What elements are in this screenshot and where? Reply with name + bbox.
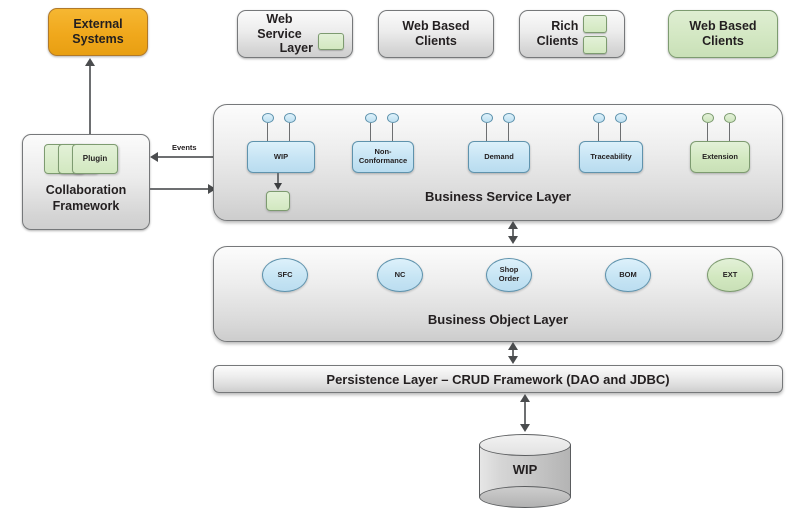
rich-clients-chip-icon-1: [583, 14, 608, 33]
business-object-bom-label: BOM: [619, 269, 637, 279]
connector-events-label: Events: [172, 143, 197, 152]
collaboration-framework-line2: Framework: [52, 198, 120, 213]
business-object-shop-order-line1: Shop: [499, 265, 519, 275]
service-demand-label: Demand: [484, 151, 514, 161]
business-object-nc[interactable]: NC: [377, 258, 423, 292]
service-non-conformance-line2: Conformance: [358, 156, 408, 165]
connector-events-line: [158, 156, 215, 158]
business-object-layer-title: Business Object Layer: [427, 312, 569, 327]
connector-wip-to-plugin-line: [277, 173, 279, 187]
connector-collab-to-bsl-line: [150, 188, 210, 190]
web-based-clients-grey-line2: Clients: [415, 34, 457, 48]
business-object-ext[interactable]: EXT: [707, 258, 753, 292]
business-object-nc-label: NC: [394, 269, 406, 279]
rich-clients-chip-icon-2: [583, 35, 608, 54]
service-traceability[interactable]: Traceability: [579, 141, 643, 173]
persistence-layer[interactable]: Persistence Layer – CRUD Framework (DAO …: [213, 365, 783, 393]
connector-bsl-to-bol-line: [512, 226, 514, 242]
database-top-ellipse: [479, 434, 571, 456]
demand-interface-icon-2: [500, 113, 518, 141]
demand-interface-icon-1: [478, 113, 496, 141]
business-object-shop-order[interactable]: Shop Order: [486, 258, 532, 292]
arrowhead-bol-to-persistence-up: [508, 342, 518, 350]
arrowhead-wip-to-plugin: [274, 183, 282, 190]
business-object-bom[interactable]: BOM: [605, 258, 651, 292]
rich-clients-box[interactable]: Rich Clients: [519, 10, 625, 58]
extension-interface-icon-2: [721, 113, 739, 141]
service-wip[interactable]: WIP: [247, 141, 315, 173]
service-traceability-label: Traceability: [590, 151, 632, 161]
web-service-layer-chip-icon: [318, 33, 344, 51]
web-based-clients-green-box[interactable]: Web Based Clients: [668, 10, 778, 58]
external-systems-line2: Systems: [72, 32, 124, 46]
web-based-clients-grey-box[interactable]: Web Based Clients: [378, 10, 494, 58]
wip-interface-icon-2: [281, 113, 299, 141]
web-based-clients-green-line1: Web Based: [689, 19, 757, 34]
rich-clients-line2: Clients: [536, 34, 579, 48]
arrowhead-bsl-to-bol-down: [508, 236, 518, 244]
database-cylinder[interactable]: WIP: [479, 434, 571, 508]
non-conformance-interface-icon-1: [362, 113, 380, 141]
arrowhead-bsl-to-bol-up: [508, 221, 518, 229]
web-service-layer-line1: Web Service: [257, 11, 302, 41]
collaboration-framework-line1: Collaboration: [45, 183, 127, 197]
web-based-clients-grey-line1: Web Based: [402, 19, 470, 34]
rich-clients-line1: Rich: [551, 19, 579, 34]
non-conformance-interface-icon-2: [384, 113, 402, 141]
service-demand[interactable]: Demand: [468, 141, 530, 173]
external-systems-line1: External: [73, 17, 123, 32]
business-object-ext-label: EXT: [722, 269, 738, 279]
business-object-shop-order-line2: Order: [498, 274, 520, 283]
business-object-sfc-label: SFC: [277, 269, 293, 279]
database-bottom-ellipse: [479, 486, 571, 508]
traceability-interface-icon-2: [612, 113, 630, 141]
business-service-layer-title: Business Service Layer: [425, 189, 571, 204]
service-non-conformance-line1: Non-: [374, 147, 392, 157]
arrowhead-persistence-to-database-up: [520, 394, 530, 402]
business-object-sfc[interactable]: SFC: [262, 258, 308, 292]
collaboration-framework-box[interactable]: Pl Plu Plugin Collaboration Framework: [22, 134, 150, 230]
arrowhead-bol-to-persistence-down: [508, 356, 518, 364]
plugin-card-3[interactable]: Plugin: [72, 144, 118, 174]
arrowhead-events: [150, 152, 158, 162]
wip-interface-icon-1: [259, 113, 277, 141]
service-extension[interactable]: Extension: [690, 141, 750, 173]
external-systems-box[interactable]: External Systems: [48, 8, 148, 56]
arrowhead-collab-to-external: [85, 58, 95, 66]
arrowhead-persistence-to-database-down: [520, 424, 530, 432]
web-based-clients-green-line2: Clients: [702, 34, 744, 48]
arrowhead-collab-to-bsl: [208, 184, 216, 194]
connector-persistence-to-database-line: [524, 398, 526, 428]
persistence-layer-title: Persistence Layer – CRUD Framework (DAO …: [326, 371, 670, 387]
web-service-layer-box[interactable]: Web Service Layer: [237, 10, 353, 58]
service-non-conformance[interactable]: Non- Conformance: [352, 141, 414, 173]
plugin-stack: Pl Plu Plugin: [44, 144, 128, 174]
database-label: WIP: [512, 462, 538, 477]
service-extension-label: Extension: [702, 151, 738, 161]
connector-collab-to-external: [89, 66, 91, 134]
plugin-extension-point-box[interactable]: [266, 191, 290, 211]
connector-bol-to-persistence-line: [512, 347, 514, 361]
extension-interface-icon-1: [699, 113, 717, 141]
service-wip-label: WIP: [273, 151, 289, 161]
traceability-interface-icon-1: [590, 113, 608, 141]
web-service-layer-line2: Layer: [279, 41, 313, 56]
